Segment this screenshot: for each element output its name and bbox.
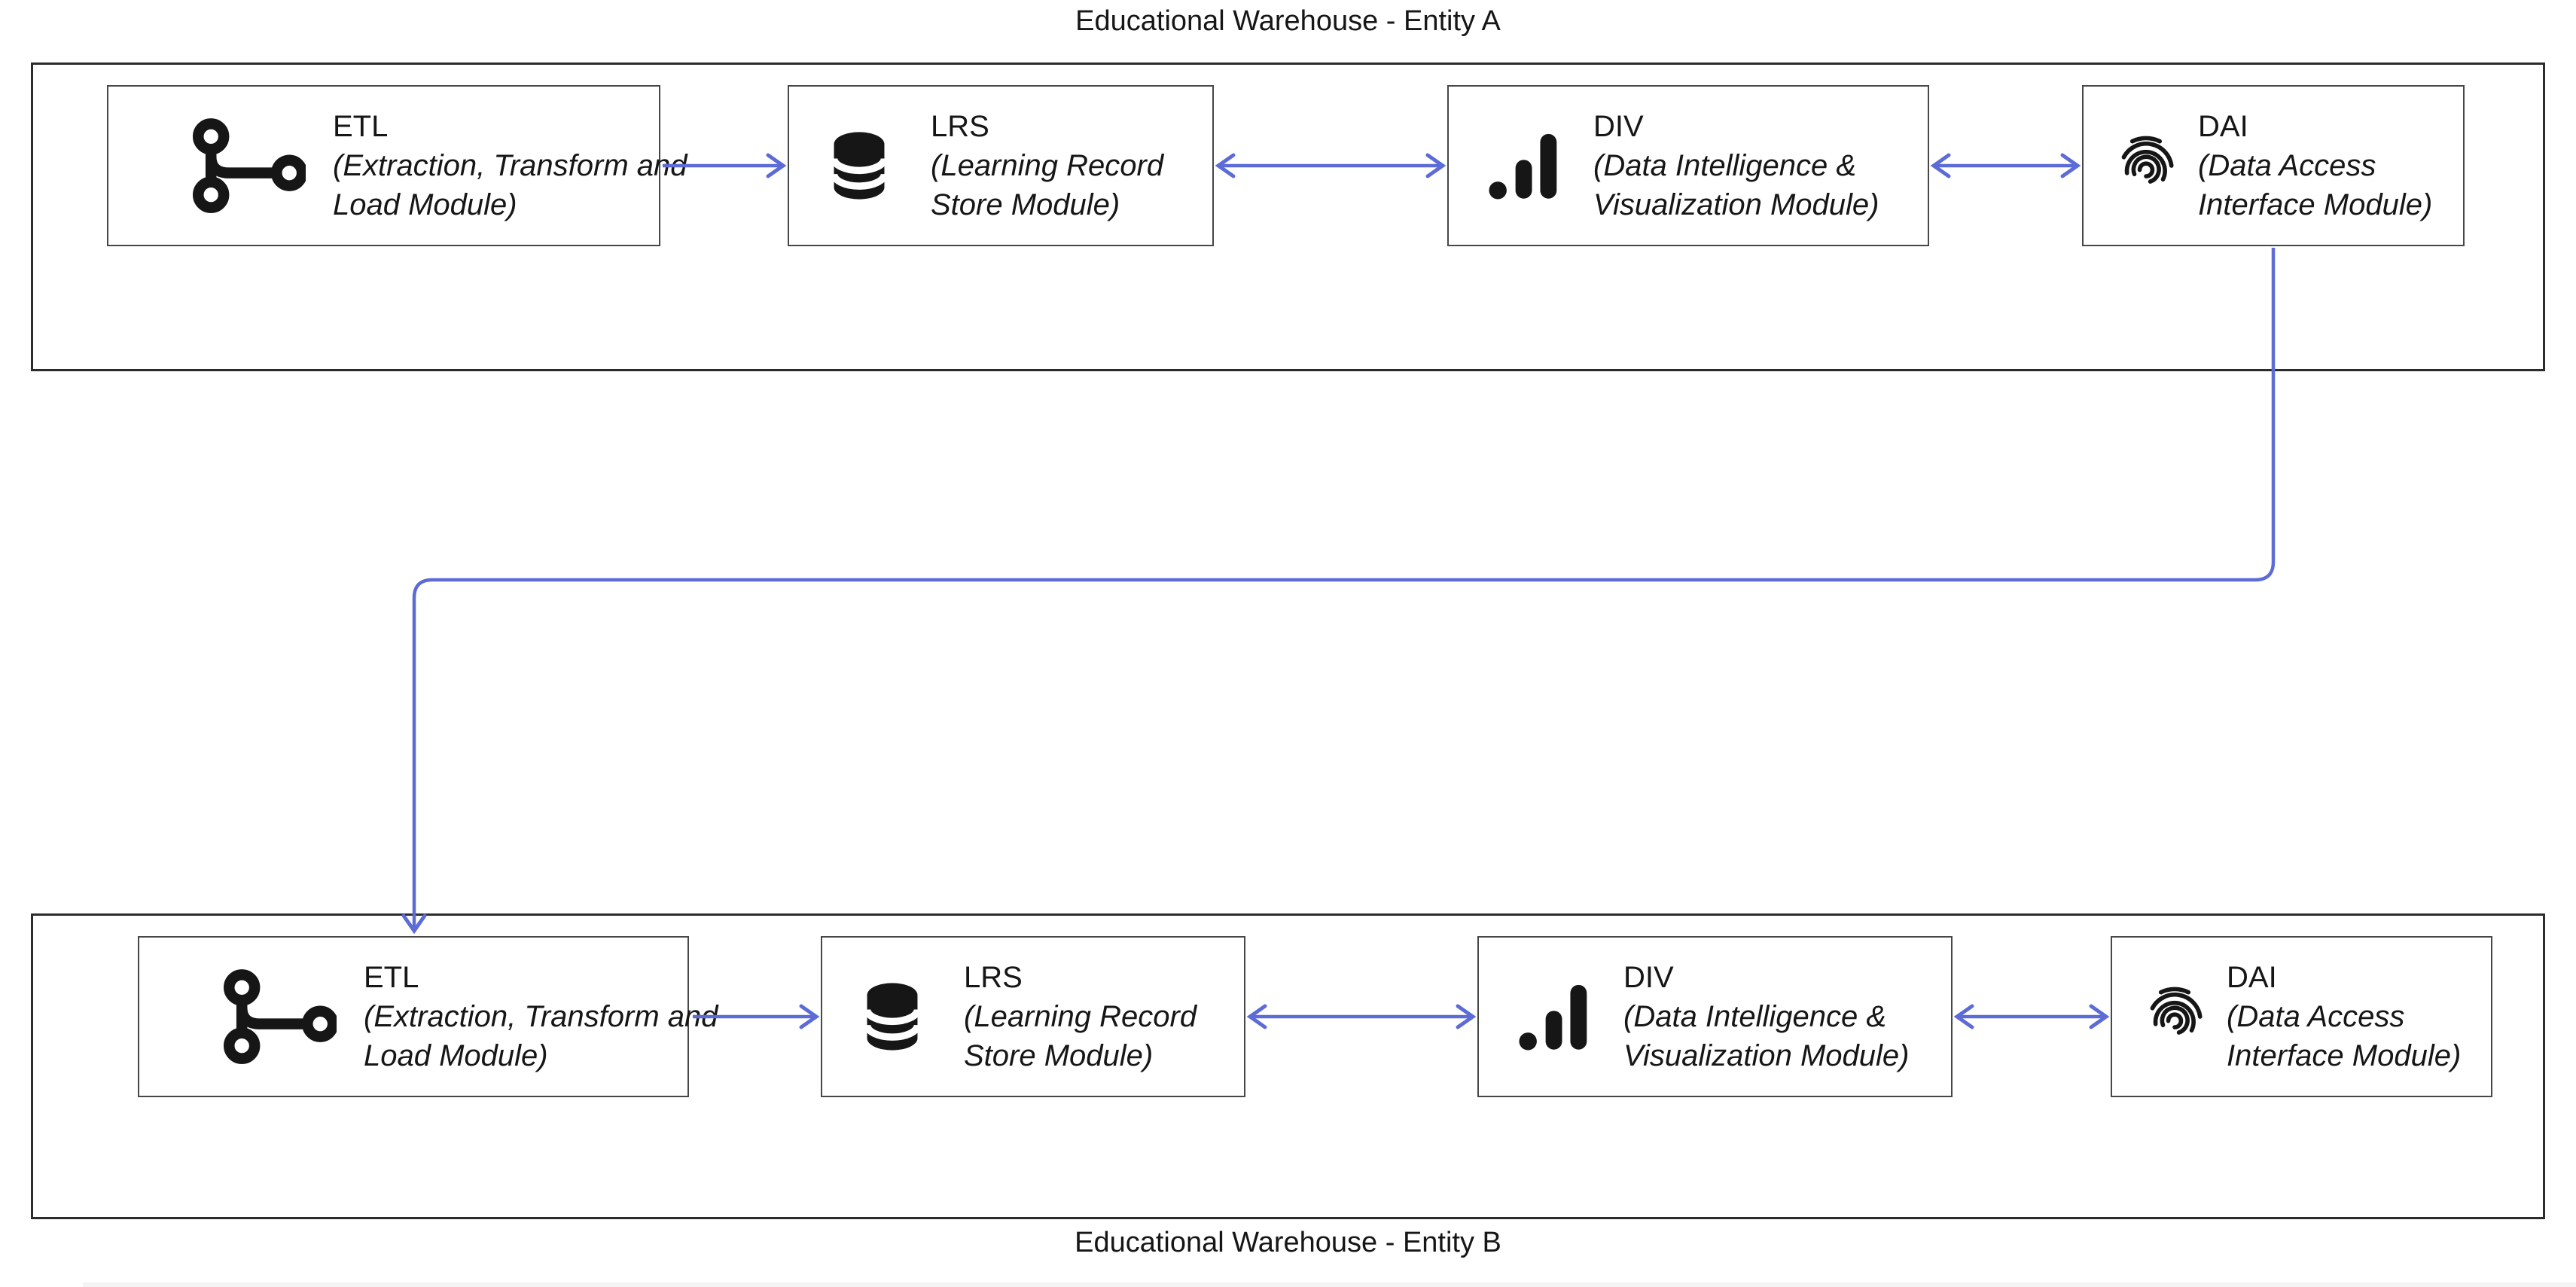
module-desc-line2: Store Module) <box>964 1039 1154 1072</box>
module-abbr: ETL <box>364 961 419 994</box>
module-lrs-entity-b: LRS (Learning Record Store Module) <box>821 936 1245 1097</box>
window-bottom-edge <box>83 1282 2576 1287</box>
fingerprint-icon <box>2141 980 2209 1054</box>
module-abbr: ETL <box>333 110 389 143</box>
module-desc-line1: (Data Access <box>2198 149 2376 182</box>
module-desc-line2: Interface Module) <box>2227 1039 2462 1072</box>
module-div-entity-a: DIV (Data Intelligence & Visualization M… <box>1447 85 1929 246</box>
module-desc-line2: Visualization Module) <box>1623 1039 1910 1072</box>
module-desc-line1: (Extraction, Transform and <box>364 1000 718 1033</box>
module-abbr: DIV <box>1593 110 1644 143</box>
module-desc-line2: Load Module) <box>364 1039 548 1072</box>
database-icon <box>854 976 931 1057</box>
module-desc-line1: (Extraction, Transform and <box>333 149 687 182</box>
bar-chart-icon <box>1515 978 1590 1055</box>
module-desc-line1: (Data Access <box>2227 1000 2405 1033</box>
module-dai-entity-a: DAI (Data Access Interface Module) <box>2082 85 2465 246</box>
entity-b-title: Educational Warehouse - Entity B <box>1075 1227 1501 1258</box>
module-lrs-entity-a: LRS (Learning Record Store Module) <box>788 85 1214 246</box>
module-etl-entity-a: ETL (Extraction, Transform and Load Modu… <box>107 85 687 246</box>
bar-chart-icon <box>1485 127 1560 204</box>
module-text: DIV (Data Intelligence & Visualization M… <box>1593 107 1879 224</box>
module-desc-line1: (Data Intelligence & <box>1593 149 1857 182</box>
module-text: ETL (Extraction, Transform and Load Modu… <box>364 958 718 1075</box>
module-abbr: DAI <box>2227 961 2277 994</box>
schema-branch-icon <box>193 118 306 213</box>
module-text: LRS (Learning Record Store Module) <box>931 107 1163 224</box>
module-text: DIV (Data Intelligence & Visualization M… <box>1623 958 1909 1075</box>
schema-branch-icon <box>224 969 337 1064</box>
module-desc-line2: Interface Module) <box>2198 188 2433 221</box>
database-icon <box>821 125 898 206</box>
entity-a-title: Educational Warehouse - Entity A <box>1075 5 1501 37</box>
fingerprint-icon <box>2112 129 2180 203</box>
module-text: DAI (Data Access Interface Module) <box>2198 107 2432 224</box>
module-etl-entity-b: ETL (Extraction, Transform and Load Modu… <box>138 936 718 1097</box>
module-desc-line2: Load Module) <box>333 188 517 221</box>
module-desc-line2: Visualization Module) <box>1593 188 1879 221</box>
module-abbr: LRS <box>931 110 989 143</box>
module-abbr: DIV <box>1623 961 1674 994</box>
module-abbr: DAI <box>2198 110 2248 143</box>
module-desc-line2: Store Module) <box>931 188 1120 221</box>
module-text: DAI (Data Access Interface Module) <box>2227 958 2461 1075</box>
module-desc-line1: (Learning Record <box>964 1000 1197 1033</box>
module-dai-entity-b: DAI (Data Access Interface Module) <box>2111 936 2492 1097</box>
module-abbr: LRS <box>964 961 1023 994</box>
module-div-entity-b: DIV (Data Intelligence & Visualization M… <box>1477 936 1953 1097</box>
module-desc-line1: (Data Intelligence & <box>1623 1000 1887 1033</box>
module-text: ETL (Extraction, Transform and Load Modu… <box>333 107 687 224</box>
module-desc-line1: (Learning Record <box>931 149 1164 182</box>
module-text: LRS (Learning Record Store Module) <box>964 958 1197 1075</box>
